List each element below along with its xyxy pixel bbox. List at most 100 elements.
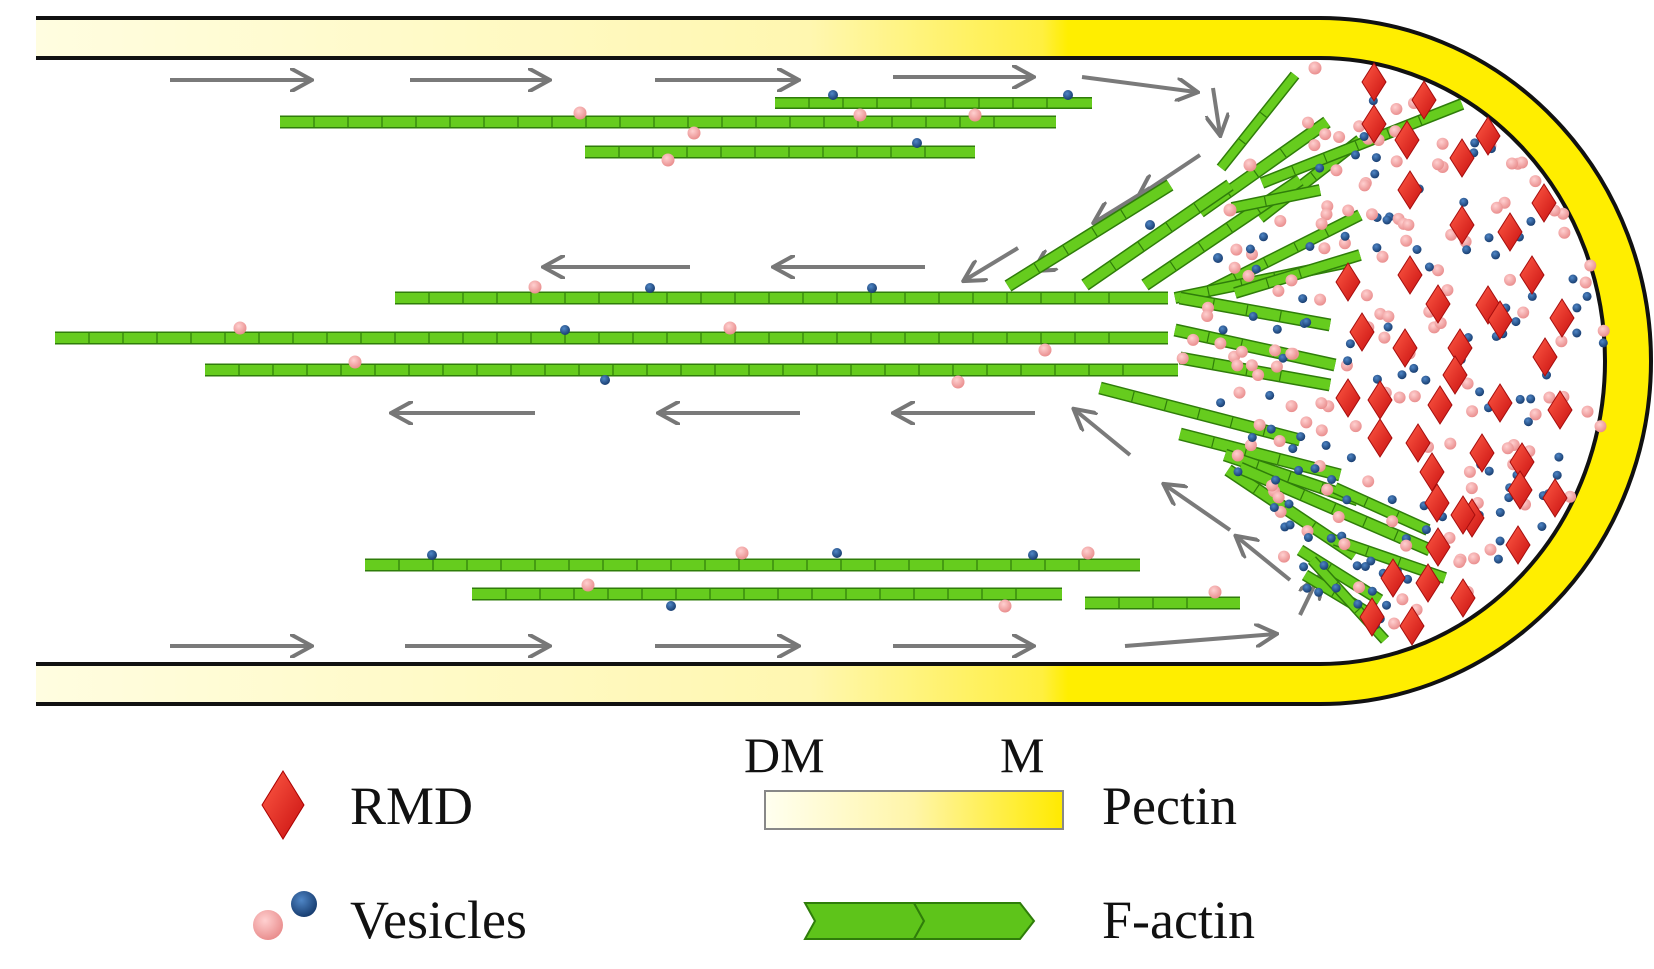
vesicle-blue — [1302, 317, 1312, 327]
vesicle-pink — [1402, 218, 1415, 231]
vesicle-blue — [1321, 440, 1331, 450]
vesicle-blue — [1251, 264, 1261, 274]
vesicle-pink — [1333, 131, 1346, 143]
actin-filament-core — [1202, 210, 1363, 298]
actin-tick — [1169, 261, 1177, 271]
vesicle-pink — [1386, 515, 1399, 528]
vesicle-blue — [1284, 499, 1294, 509]
actin-filament-core — [1231, 185, 1321, 213]
vesicle-blue — [1028, 550, 1038, 560]
streaming-arrow — [1081, 75, 1196, 92]
vesicle-pink — [1506, 157, 1518, 170]
legend-factin-icon — [803, 902, 1036, 940]
vesicle-blue — [1319, 560, 1329, 570]
rmd-diamond — [1361, 62, 1387, 102]
rmd-diamond — [1349, 312, 1375, 352]
vesicle-pink — [1501, 442, 1514, 455]
vesicle-blue — [1493, 554, 1503, 564]
rmd-diamond — [1411, 80, 1437, 120]
vesicle-pink — [1338, 538, 1351, 551]
vesicle-pink — [1517, 306, 1530, 319]
legend-rmd-label: RMD — [350, 776, 474, 836]
vesicle-pink — [1558, 226, 1571, 239]
rmd-diamond — [1392, 328, 1418, 368]
vesicle-blue — [1511, 317, 1521, 327]
vesicle-pink — [1581, 405, 1594, 418]
actin-filament-core — [1260, 99, 1464, 188]
cell-wall-top — [36, 18, 1326, 58]
actin-tick — [1206, 286, 1210, 296]
vesicle-pink — [1245, 359, 1258, 372]
vesicle-pink — [1235, 345, 1248, 358]
actin-tick — [1163, 400, 1168, 411]
vesicle-pink — [1400, 234, 1413, 247]
vesicle-pink — [1242, 269, 1255, 282]
vesicle-blue — [1367, 586, 1377, 596]
vesicle-blue — [1345, 339, 1355, 349]
vesicle-pink — [528, 280, 542, 294]
vesicle-pink — [723, 321, 737, 335]
vesicle-blue — [1523, 417, 1533, 427]
rmd-diamond — [1547, 390, 1573, 430]
vesicle-blue — [1265, 390, 1275, 400]
vesicle-pink — [1272, 284, 1285, 297]
actin-tick — [1263, 196, 1267, 206]
actin-tick — [1165, 222, 1173, 232]
rmd-diamond — [1497, 212, 1523, 252]
vesicle-pink — [1231, 449, 1244, 462]
vesicle-blue — [1495, 536, 1505, 546]
legend-rmd-icon — [261, 770, 305, 840]
vesicle-blue — [1526, 216, 1536, 226]
actin-tick — [1245, 305, 1249, 316]
streaming-arrow — [1095, 186, 1152, 222]
actin-tick — [1299, 490, 1305, 500]
rmd-diamond — [1425, 527, 1451, 567]
vesicle-blue — [1421, 375, 1431, 385]
vesicle-pink — [661, 153, 675, 167]
vesicle-pink — [581, 578, 595, 592]
streaming-arrow — [1165, 485, 1232, 532]
vesicle-blue — [560, 325, 570, 335]
vesicle-pink — [1214, 337, 1227, 350]
vesicle-pink — [1319, 128, 1332, 141]
actin-tick — [1062, 245, 1069, 255]
vesicle-blue — [1409, 363, 1419, 373]
actin-tick — [1193, 203, 1201, 213]
actin-tick — [1252, 484, 1260, 494]
rmd-diamond — [1469, 433, 1495, 473]
actin-tick — [1276, 454, 1281, 465]
vesicle-blue — [1537, 522, 1547, 531]
rmd-diamond — [1487, 300, 1513, 340]
actin-tick — [1291, 166, 1296, 175]
vesicle-blue — [1475, 387, 1485, 397]
actin-tick — [1298, 268, 1302, 278]
legend-vesicle-blue-icon — [291, 891, 317, 917]
vesicle-pink — [1382, 310, 1395, 323]
cell-wall — [36, 16, 1653, 706]
vesicle-blue — [1248, 311, 1258, 321]
actin-tick — [1386, 128, 1391, 138]
vesicle-pink — [1342, 204, 1355, 217]
vesicle-blue — [867, 283, 877, 293]
vesicle-pink — [1358, 179, 1371, 192]
vesicle-pink — [1273, 435, 1286, 447]
vesicle-pink — [853, 108, 867, 122]
vesicle-blue — [1303, 533, 1313, 542]
vesicle-pink — [1516, 156, 1528, 169]
actin-tick — [1196, 408, 1201, 419]
vesicle-pink — [1441, 284, 1454, 297]
vesicle-pink — [1362, 475, 1375, 488]
vesicle-blue — [1314, 587, 1324, 597]
legend-factin-label: F-actin — [1102, 890, 1255, 950]
vesicle-blue — [1484, 233, 1494, 243]
actin-tick — [1279, 148, 1287, 158]
vesicle-blue — [1387, 495, 1397, 505]
vesicle-blue — [1340, 231, 1350, 241]
vesicle-pink — [1436, 137, 1449, 150]
vesicle-pink — [1360, 289, 1373, 302]
rmd-diamond — [1531, 183, 1557, 223]
vesicle-blue — [1346, 453, 1356, 463]
vesicle-pink — [1338, 237, 1351, 250]
actin-tick — [1278, 371, 1282, 382]
vesicle-blue — [1372, 243, 1382, 253]
